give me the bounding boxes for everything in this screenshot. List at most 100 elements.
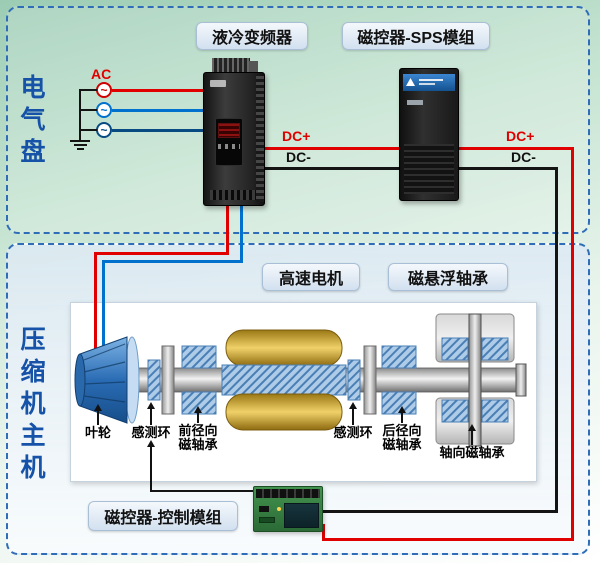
axial-thrust-disc: [468, 313, 482, 447]
section-title-compressor-host: 压缩机主机: [17, 326, 45, 486]
ac-label: AC: [91, 66, 112, 82]
callout-front-radial-bearing: 前径向 磁轴承: [171, 424, 225, 452]
dc-plus-wire-left: [264, 147, 400, 150]
callout-rear-sensor-ring: 感测环: [333, 425, 373, 440]
ac-phase-source-icon: ~: [96, 102, 112, 118]
label-control-module: 磁控器-控制模组: [88, 501, 238, 531]
shaft-end-cap: [515, 363, 527, 397]
ac-wire-phase3: [112, 129, 207, 132]
ground-symbol-icon: [74, 144, 87, 146]
rear-radial-bearing-top: [381, 345, 417, 369]
motor-wire-red-drop: [226, 204, 229, 255]
rear-radial-bearing-bottom: [381, 391, 417, 415]
callout-axial-bearing: 轴向磁轴承: [439, 445, 505, 460]
dc-plus-label-left: DC+: [282, 128, 311, 144]
rotor-assembly-graphic: [74, 313, 527, 447]
dc-plus-label-right: DC+: [506, 128, 535, 144]
axial-coil: [481, 399, 509, 423]
dc-plus-wire-module-stub: [322, 524, 325, 541]
front-radial-bearing-top: [181, 345, 217, 369]
ground-bus-wire: [79, 89, 81, 140]
phase-stub-wire: [80, 129, 97, 131]
dc-minus-label-left: DC-: [286, 149, 311, 165]
label-maglev-bearing: 磁悬浮轴承: [388, 263, 508, 291]
phase-stub-wire: [80, 109, 97, 111]
callout-rear-radial-line2: 磁轴承: [382, 437, 422, 452]
phase-stub-wire: [80, 89, 97, 91]
impeller-hub: [74, 353, 86, 407]
callout-front-sensor-ring: 感测环: [131, 425, 171, 440]
callout-front-radial-line2: 磁轴承: [178, 437, 218, 452]
inverter-device: [203, 58, 265, 206]
callout-arrow-impeller: [94, 404, 102, 425]
impeller-cone: [79, 336, 128, 424]
impeller-blades: [83, 343, 126, 403]
control-signal-wire: [150, 490, 253, 492]
dc-minus-wire-module: [323, 510, 558, 513]
front-radial-bearing-bottom: [181, 391, 217, 415]
label-inverter: 液冷变频器: [196, 22, 308, 50]
axial-coil: [441, 337, 469, 361]
axial-coil: [441, 399, 469, 423]
motor-wire-blue-run: [102, 260, 243, 263]
sps-brand-band: [403, 74, 455, 91]
inverter-buttons: [218, 144, 240, 149]
control-module-cover: [284, 503, 319, 528]
rear-sensor-ring-graphic: [347, 359, 361, 401]
inverter-bottom-vents: [210, 190, 256, 200]
sps-vents: [404, 144, 454, 194]
callout-arrow-rear-radial: [398, 406, 406, 423]
control-module-connectors: [256, 489, 320, 498]
label-high-speed-motor: 高速电机: [262, 263, 360, 291]
control-module-device: [253, 486, 323, 532]
sps-brand-logo-icon: [406, 78, 415, 86]
motor-wire-red-run: [94, 252, 229, 255]
dc-minus-wire-right: [457, 167, 558, 170]
section-title-electrical-panel: 电气盘: [17, 74, 45, 170]
sps-sticker: [407, 100, 423, 105]
motor-wire-blue-drop: [240, 204, 243, 263]
sps-model-text: [419, 83, 435, 85]
ac-phase-source-icon: ~: [96, 82, 112, 98]
callout-arrow-front-radial: [194, 406, 202, 423]
ac-phase-source-icon: ~: [96, 122, 112, 138]
inverter-heatsink-fins: [212, 58, 250, 73]
ground-symbol-icon: [77, 148, 84, 150]
motor-rotor-core: [221, 364, 347, 396]
dc-minus-wire-right-drop: [555, 167, 558, 513]
inverter-brand-logo: [210, 80, 226, 87]
callout-rear-radial-bearing: 后径向 磁轴承: [375, 424, 429, 452]
callout-arrow-rear-sensor: [349, 402, 357, 425]
inverter-terminal-block: [249, 61, 258, 73]
inverter-side-heatsink: [256, 76, 264, 202]
dc-plus-wire-right-drop: [571, 147, 574, 541]
dc-plus-wire-right: [457, 147, 574, 150]
control-module-chip: [259, 517, 275, 523]
control-module-led: [277, 507, 281, 511]
dc-minus-label-right: DC-: [511, 149, 536, 165]
sps-module-device: [399, 68, 459, 201]
callout-rear-radial-line1: 后径向: [382, 423, 422, 438]
motor-winding-top: [225, 329, 343, 367]
axial-coil: [481, 337, 509, 361]
control-signal-arrow: [147, 440, 155, 492]
dc-minus-wire-left: [264, 167, 400, 170]
front-flange-disc: [161, 345, 175, 415]
dc-plus-wire-bottom: [322, 538, 574, 541]
callout-impeller: 叶轮: [84, 425, 111, 440]
inverter-display: [218, 123, 240, 138]
motor-wire-blue-down: [102, 260, 105, 366]
callout-arrow-front-sensor: [147, 402, 155, 425]
control-module-chip: [259, 506, 269, 512]
sps-brand-text: [419, 79, 443, 81]
ac-wire-phase2: [112, 109, 207, 112]
ground-symbol-icon: [70, 140, 90, 142]
label-sps-module: 磁控器-SPS模组: [342, 22, 490, 50]
ac-wire-phase1: [112, 89, 207, 92]
callout-front-radial-line1: 前径向: [178, 423, 218, 438]
motor-wire-red-down: [94, 252, 97, 358]
motor-winding-bottom: [225, 393, 343, 431]
front-sensor-ring-graphic: [147, 359, 161, 401]
rear-flange-disc: [363, 345, 377, 415]
